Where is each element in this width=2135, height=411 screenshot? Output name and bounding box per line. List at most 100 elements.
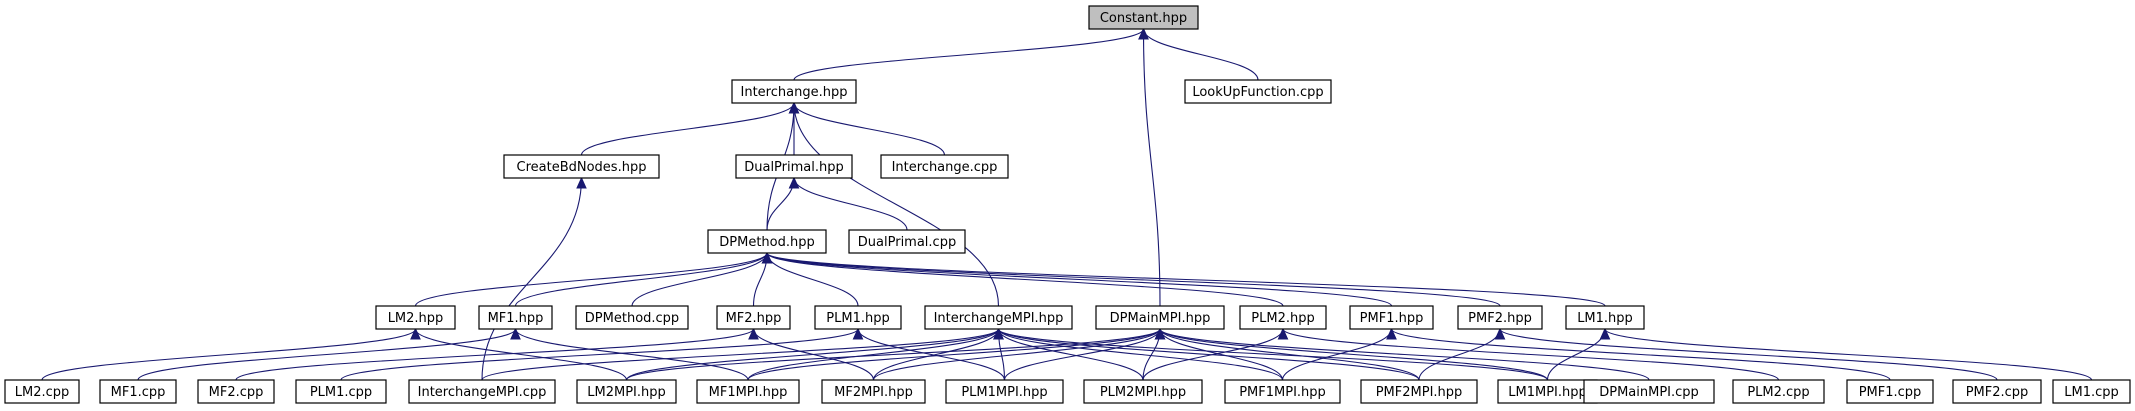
edge-mf1mpi-hpp-to-interchangempi-hpp <box>747 328 1000 381</box>
node-box <box>1565 305 1645 330</box>
node-pmf2-hpp[interactable]: PMF2.hpp <box>1457 305 1543 330</box>
edge-plm2-cpp-to-plm2-hpp <box>1282 328 1780 381</box>
node-dpmethod-hpp[interactable]: DPMethod.hpp <box>707 229 827 254</box>
edge-dpmainmpi-cpp-to-dpmainmpi-hpp <box>1159 328 1650 381</box>
edge-plm1mpi-hpp-to-plm1-hpp <box>857 328 1006 381</box>
node-mf2mpi-hpp[interactable]: MF2MPI.hpp <box>821 379 926 404</box>
node-interchange-cpp[interactable]: Interchange.cpp <box>880 154 1009 179</box>
arrowhead <box>1386 327 1397 340</box>
node-lm1-cpp[interactable]: LM1.cpp <box>2052 379 2131 404</box>
node-box <box>696 379 800 404</box>
node-lm2-cpp[interactable]: LM2.cpp <box>4 379 80 404</box>
node-interchangempi-cpp[interactable]: InterchangeMPI.cpp <box>408 379 556 404</box>
node-label: DPMethod.hpp <box>719 235 814 250</box>
node-interchange-hpp[interactable]: Interchange.hpp <box>731 79 857 104</box>
edge-lm1mpi-hpp-to-lm1-hpp <box>1546 328 1606 381</box>
node-label: MF1MPI.hpp <box>709 385 788 400</box>
node-label: MF2.hpp <box>726 311 782 326</box>
node-box <box>1088 5 1199 30</box>
edge-lm2-hpp-to-dpmethod-hpp <box>414 252 768 307</box>
node-pmf2-cpp[interactable]: PMF2.cpp <box>1952 379 2042 404</box>
node-dpmainmpi-hpp[interactable]: DPMainMPI.hpp <box>1095 305 1225 330</box>
node-plm1-hpp[interactable]: PLM1.hpp <box>814 305 902 330</box>
node-label: LM2MPI.hpp <box>587 385 666 400</box>
edge-interchangempi-hpp-to-interchange-hpp <box>793 102 1000 307</box>
arrowhead <box>576 176 587 189</box>
node-box <box>375 305 456 330</box>
node-box <box>295 379 387 404</box>
edge-plm2mpi-hpp-to-interchangempi-hpp <box>997 328 1144 381</box>
node-plm2mpi-hpp[interactable]: PLM2MPI.hpp <box>1083 379 1203 404</box>
arrowhead <box>993 327 1004 340</box>
node-mf1-hpp[interactable]: MF1.hpp <box>478 305 553 330</box>
arrowhead <box>1277 327 1289 340</box>
node-plm2-cpp[interactable]: PLM2.cpp <box>1732 379 1825 404</box>
node-label: Constant.hpp <box>1100 11 1187 26</box>
node-lookupfunction-cpp[interactable]: LookUpFunction.cpp <box>1184 79 1332 104</box>
node-label: LookUpFunction.cpp <box>1192 85 1323 100</box>
edge-pmf1mpi-hpp-to-pmf1-hpp <box>1281 328 1393 381</box>
arrowhead <box>1494 327 1506 340</box>
edge-plm2-hpp-to-dpmethod-hpp <box>766 252 1284 307</box>
node-pmf1-cpp[interactable]: PMF1.cpp <box>1846 379 1934 404</box>
node-box <box>503 154 660 179</box>
node-box <box>814 305 902 330</box>
node-label: Interchange.cpp <box>892 160 998 175</box>
edge-pmf2mpi-hpp-to-pmf2-hpp <box>1418 328 1501 381</box>
node-label: PLM2MPI.hpp <box>1100 385 1186 400</box>
arrowhead <box>852 327 864 340</box>
edge-pmf2-cpp-to-pmf2-hpp <box>1499 328 1998 381</box>
node-box <box>1095 305 1225 330</box>
node-dualprimal-hpp[interactable]: DualPrimal.hpp <box>735 154 853 179</box>
node-label: LM2.cpp <box>15 385 70 400</box>
node-box <box>924 305 1073 330</box>
edge-pmf1-cpp-to-pmf1-hpp <box>1390 328 1891 381</box>
edge-plm1-hpp-to-dpmethod-hpp <box>766 252 859 307</box>
edge-lookupfunction-cpp-to-constant-hpp <box>1142 28 1259 81</box>
node-box <box>4 379 80 404</box>
node-interchangempi-hpp[interactable]: InterchangeMPI.hpp <box>924 305 1073 330</box>
edge-lm2mpi-hpp-to-lm2-hpp <box>414 328 628 381</box>
node-box <box>1239 305 1327 330</box>
node-box <box>1732 379 1825 404</box>
node-dpmethod-cpp[interactable]: DPMethod.cpp <box>575 305 689 330</box>
node-plm1mpi-hpp[interactable]: PLM1MPI.hpp <box>945 379 1064 404</box>
node-mf2-cpp[interactable]: MF2.cpp <box>197 379 275 404</box>
node-box <box>731 79 857 104</box>
node-box <box>1846 379 1934 404</box>
edge-lm1-hpp-to-dpmethod-hpp <box>766 252 1606 307</box>
node-pmf2mpi-hpp[interactable]: PMF2MPI.hpp <box>1360 379 1478 404</box>
node-label: PMF1.hpp <box>1360 311 1424 326</box>
node-constant-hpp[interactable]: Constant.hpp <box>1088 5 1199 30</box>
node-dualprimal-cpp[interactable]: DualPrimal.cpp <box>848 229 966 254</box>
node-box <box>821 379 926 404</box>
node-label: MF1.hpp <box>488 311 544 326</box>
node-mf1mpi-hpp[interactable]: MF1MPI.hpp <box>696 379 800 404</box>
node-createbdnodes-hpp[interactable]: CreateBdNodes.hpp <box>503 154 660 179</box>
node-mf1-cpp[interactable]: MF1.cpp <box>99 379 177 404</box>
node-lm1mpi-hpp[interactable]: LM1MPI.hpp <box>1497 379 1598 404</box>
node-lm2-hpp[interactable]: LM2.hpp <box>375 305 456 330</box>
node-box <box>848 229 966 254</box>
node-lm1-hpp[interactable]: LM1.hpp <box>1565 305 1645 330</box>
node-lm2mpi-hpp[interactable]: LM2MPI.hpp <box>576 379 677 404</box>
node-dpmainmpi-cpp[interactable]: DPMainMPI.cpp <box>1583 379 1715 404</box>
edge-plm2mpi-hpp-to-plm2-hpp <box>1142 328 1284 381</box>
edge-plm1-cpp-to-plm1-hpp <box>340 328 859 381</box>
edge-lm1-cpp-to-lm1-hpp <box>1604 328 2093 381</box>
arrowhead <box>1138 27 1149 40</box>
node-mf2-hpp[interactable]: MF2.hpp <box>716 305 791 330</box>
node-label: DPMainMPI.hpp <box>1110 311 1211 326</box>
node-plm2-hpp[interactable]: PLM2.hpp <box>1239 305 1327 330</box>
edge-mf1-cpp-to-mf1-hpp <box>137 328 517 381</box>
node-pmf1-hpp[interactable]: PMF1.hpp <box>1349 305 1434 330</box>
edge-lm1mpi-hpp-to-dpmainmpi-hpp <box>1159 328 1549 381</box>
node-label: DPMethod.cpp <box>585 311 679 326</box>
node-pmf1mpi-hpp[interactable]: PMF1MPI.hpp <box>1224 379 1341 404</box>
node-box <box>1952 379 2042 404</box>
node-label: DualPrimal.cpp <box>858 235 956 250</box>
node-box <box>735 154 853 179</box>
node-plm1-cpp[interactable]: PLM1.cpp <box>295 379 387 404</box>
edge-lm2mpi-hpp-to-dpmainmpi-hpp <box>625 328 1161 381</box>
node-box <box>197 379 275 404</box>
